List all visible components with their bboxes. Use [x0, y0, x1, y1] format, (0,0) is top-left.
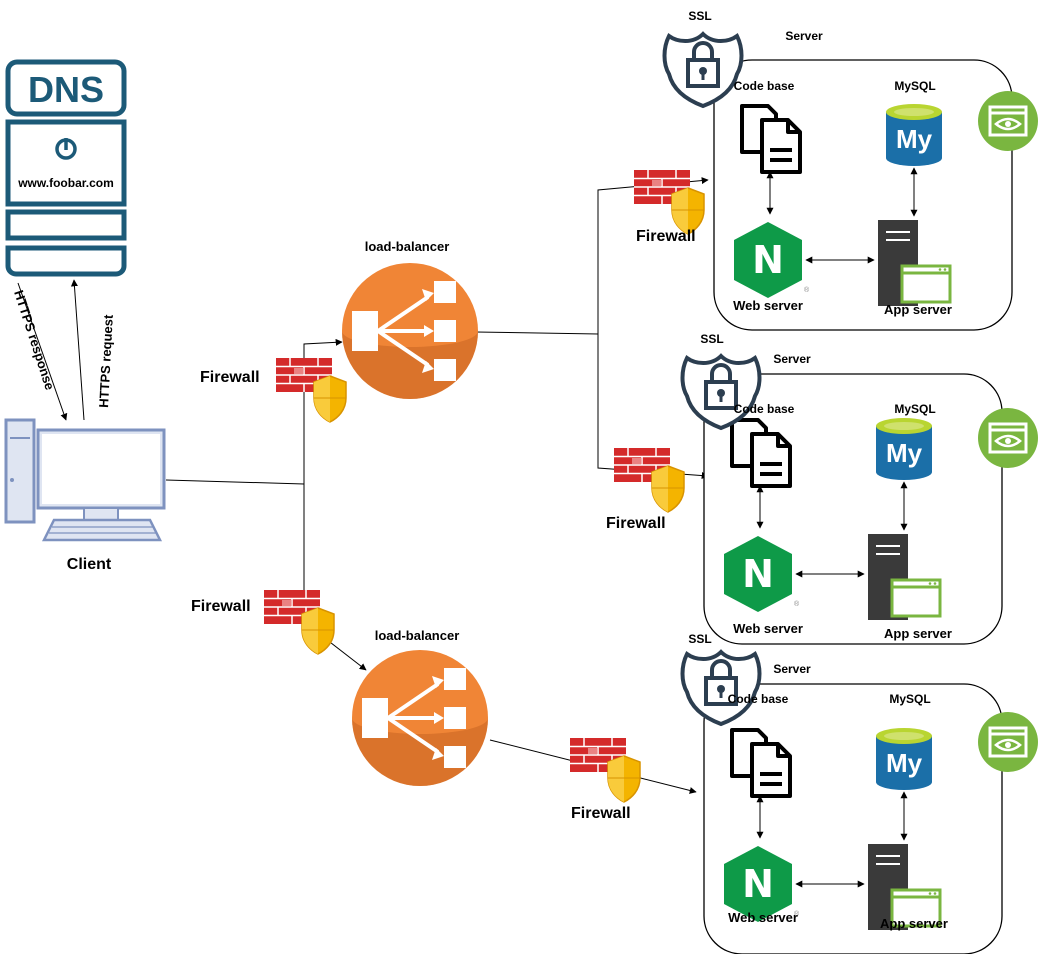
server-title: Server [773, 352, 811, 366]
ssl-label: SSL [688, 632, 711, 646]
client-computer-icon [4, 418, 166, 542]
dns-server: DNS www.foobar.com [5, 59, 127, 277]
ssl-label: SSL [700, 332, 723, 346]
client-label: Client [67, 556, 112, 573]
firewall-label: Firewall [606, 515, 666, 532]
mysql-label: MySQL [894, 402, 935, 416]
firewall-label: Firewall [636, 228, 696, 245]
code-base-label: Code base [728, 692, 789, 706]
firewall-icon [275, 357, 347, 423]
monitoring-eye-icon [976, 89, 1040, 153]
web-server-label: Web server [733, 621, 803, 636]
ssl-label: SSL [688, 9, 711, 23]
firewall-icon [613, 447, 685, 513]
firewall-label: Firewall [191, 598, 251, 615]
power-icon [55, 138, 77, 160]
code-base-label: Code base [734, 79, 795, 93]
server-title: Server [785, 29, 823, 43]
server-box [714, 60, 1012, 330]
firewall-icon [569, 737, 641, 803]
mysql-label: MySQL [894, 79, 935, 93]
app-server-label: App server [884, 626, 952, 641]
dns-title: DNS [28, 69, 104, 110]
app-server-label: App server [880, 916, 948, 931]
load-balancer-icon [340, 261, 480, 401]
server-title: Server [773, 662, 811, 676]
dns-domain: www.foobar.com [17, 176, 114, 190]
https-response-arrow [17, 282, 68, 421]
https-request-label: HTTPS request [96, 314, 116, 409]
firewall-icon [263, 589, 335, 655]
firewall-label: Firewall [200, 369, 260, 386]
mysql-label: MySQL [889, 692, 930, 706]
web-server-label: Web server [728, 910, 798, 925]
monitoring-eye-icon [976, 710, 1040, 774]
code-base-label: Code base [734, 402, 795, 416]
app-server-label: App server [884, 302, 952, 317]
load-balancer-label: load-balancer [375, 628, 460, 643]
web-server-label: Web server [733, 298, 803, 313]
firewall-label: Firewall [571, 805, 631, 822]
firewall-icon [633, 169, 705, 235]
https-request-arrow [70, 279, 85, 421]
load-balancer-icon [350, 648, 490, 788]
monitoring-eye-icon [976, 406, 1040, 470]
https-response-label: HTTPS response [11, 288, 57, 392]
load-balancer-label: load-balancer [365, 239, 450, 254]
